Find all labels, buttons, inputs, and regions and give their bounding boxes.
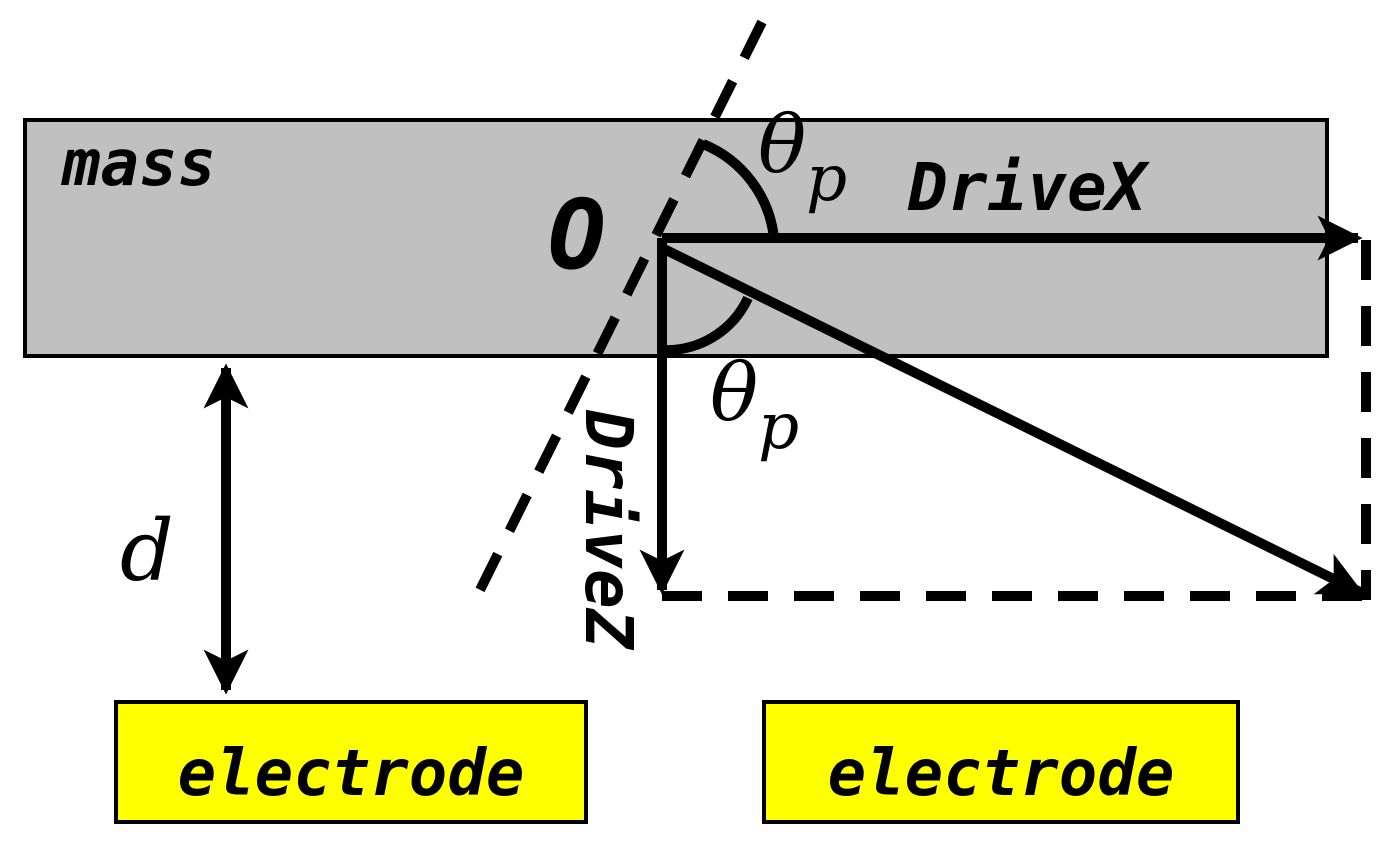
theta-top-subscript: p <box>806 142 847 216</box>
theta-bottom-label: θp <box>710 346 799 464</box>
mass-label: mass <box>60 127 216 201</box>
electrode-right-label: electrode <box>828 737 1175 811</box>
theta-top-symbol: θ <box>758 98 806 191</box>
angle-arc-top <box>701 139 779 239</box>
drive-x-label: DriveX <box>907 149 1151 226</box>
theta-bottom-symbol: θ <box>710 346 758 439</box>
electrode-left-label: electrode <box>178 737 525 811</box>
electrode-left <box>114 700 588 824</box>
electrode-right <box>762 700 1240 824</box>
gap-label: d <box>120 502 174 600</box>
tilted-axis-dashed <box>475 19 767 593</box>
theta-bottom-subscript: p <box>758 390 799 464</box>
origin-label: O <box>548 179 606 291</box>
angle-arc-bottom <box>661 295 753 356</box>
theta-top-label: θp <box>758 98 847 216</box>
drive-z-label: DriveZ <box>570 409 647 651</box>
resultant-arrow <box>659 243 1365 597</box>
